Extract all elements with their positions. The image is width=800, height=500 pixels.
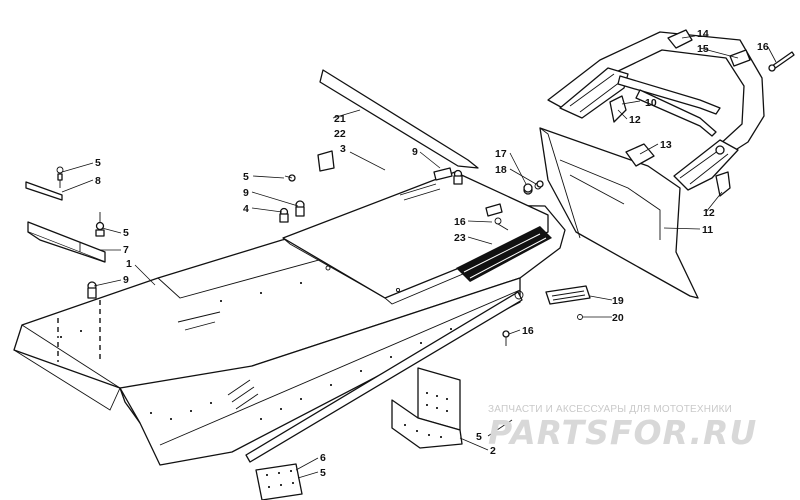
callout-2: 2	[490, 445, 496, 457]
callout-18: 18	[495, 164, 507, 176]
snow-flap	[539, 127, 699, 299]
callout-7: 7	[123, 244, 129, 256]
callout-19: 19	[612, 295, 624, 307]
callout-14: 14	[697, 28, 709, 40]
screw-16	[768, 51, 795, 72]
callout-15: 15	[697, 43, 709, 55]
plate-6	[255, 463, 303, 500]
callout-10: 10	[645, 97, 657, 109]
leader-lines	[61, 35, 777, 479]
side-rail-bar	[245, 290, 524, 463]
callout-17: 17	[495, 148, 507, 160]
callout-9-seat: 9	[243, 187, 249, 199]
watermark-logo: PARTSFOR.RU	[488, 413, 758, 452]
callout-21: 21	[334, 113, 346, 125]
mounting-bracket	[391, 367, 463, 449]
watermark-caption: ЗАПЧАСТИ И АКСЕССУАРЫ ДЛЯ МОТОТЕХНИКИ	[488, 404, 733, 415]
decal-23	[456, 226, 552, 282]
callout-9-left: 9	[123, 274, 129, 286]
callout-22: 22	[334, 128, 346, 140]
callout-3: 3	[340, 143, 346, 155]
callout-16-bottom: 16	[522, 325, 534, 337]
callout-13: 13	[660, 139, 672, 151]
callout-5-plate: 5	[320, 467, 326, 479]
nut-washer	[523, 180, 544, 193]
callout-9-top: 9	[412, 146, 418, 158]
callout-6: 6	[320, 452, 326, 464]
rear-bumper	[547, 31, 765, 191]
bumper-decals	[667, 29, 751, 67]
callout-23: 23	[454, 232, 466, 244]
seat-decal-strip	[317, 69, 479, 172]
callout-16-mid: 16	[454, 216, 466, 228]
reflector	[545, 285, 591, 320]
callout-1: 1	[126, 258, 132, 270]
rivets	[56, 166, 542, 346]
callout-5-bracket: 5	[476, 431, 482, 443]
callout-12-top: 12	[629, 114, 641, 126]
callout-4: 4	[243, 203, 249, 215]
callout-12-right: 12	[703, 207, 715, 219]
callout-5-seat: 5	[243, 171, 249, 183]
callout-11: 11	[702, 224, 713, 236]
callout-16-top: 16	[757, 41, 769, 53]
callout-8: 8	[95, 175, 101, 187]
strip-8	[25, 181, 63, 201]
callout-20: 20	[612, 312, 624, 324]
callout-5-left-top: 5	[95, 157, 101, 169]
callouts: 1 2 3 4 5 5 5 5 5 6 7 8 9 9 9 10 11 12 1…	[95, 28, 769, 479]
clips	[609, 95, 731, 197]
callout-5-left-mid: 5	[123, 227, 129, 239]
bracket-7	[27, 221, 106, 263]
seat-rail	[282, 171, 549, 305]
watermark: ЗАПЧАСТИ И АКСЕССУАРЫ ДЛЯ МОТОТЕХНИКИ PA…	[488, 404, 788, 452]
